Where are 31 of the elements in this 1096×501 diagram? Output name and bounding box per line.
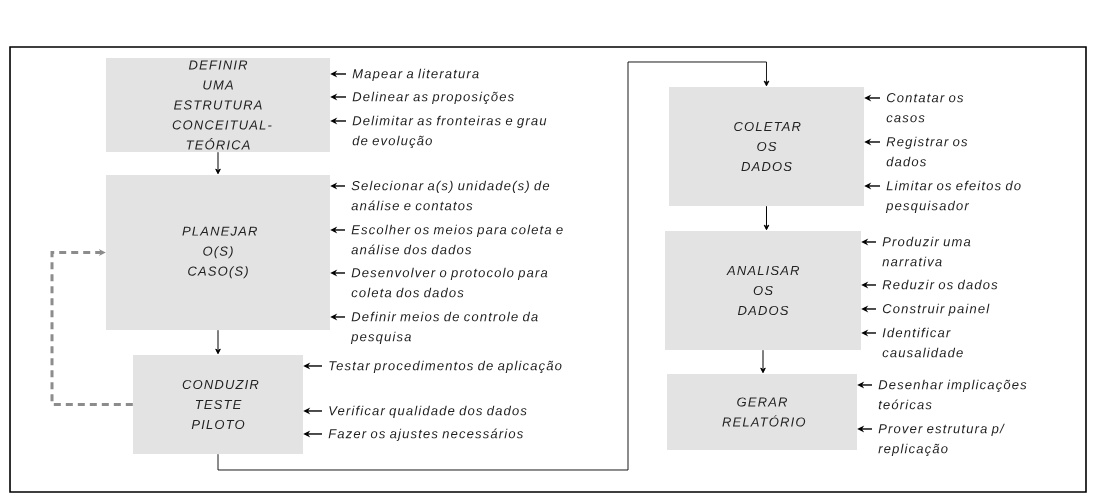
process-box: ANALISAR OS DADOS — [665, 231, 861, 350]
step-text: Testar procedimentos de aplicação — [329, 360, 562, 373]
process-box: GERAR RELATÓRIO — [667, 374, 857, 450]
process-box: PLANEJAR O(S) CASO(S) — [106, 175, 330, 330]
step-text: Definir meios de controle da pesquisa — [350, 311, 538, 344]
step-text: Verificar qualidade dos dados — [329, 405, 527, 418]
step-text: Prover estrutura p/ replicação — [878, 423, 1005, 456]
feedback-arrow — [50, 248, 133, 406]
step-text: Desenhar implicações teóricas — [878, 379, 1027, 410]
step-text: Produzir uma narrativa — [882, 236, 971, 267]
step-text: Desenvolver o protocolo para coleta dos dados — [351, 267, 548, 298]
step-text: Identificar causalidade — [882, 327, 963, 358]
process-box: CONDUZIR TESTE PILOTO — [133, 355, 303, 454]
step-text: Fazer os ajustes necessários — [328, 428, 523, 441]
arrow — [760, 349, 766, 374]
step-text: Delimitar as fronteiras e grau de evolução — [352, 115, 547, 148]
process-box: COLETAR OS DADOS — [669, 87, 864, 206]
step-text: Mapear a literatura — [352, 68, 479, 81]
step-text: Delinear as proposições — [352, 91, 514, 104]
step-text: Reduzir os dados — [882, 279, 998, 290]
step-text: Registrar os dados — [886, 136, 968, 167]
arrow — [215, 329, 221, 355]
arrow — [763, 205, 770, 231]
arrow — [215, 151, 221, 175]
step-text: Contatar os casos — [886, 93, 964, 123]
step-text: Limitar os efeitos do pesquisador — [885, 180, 1021, 213]
step-text: Escolher os meios para coleta e análise dos dados — [351, 224, 563, 255]
step-text: Selecionar a(s) unidade(s) de análise e contatos — [351, 180, 550, 211]
process-box: DEFINIR UMA ESTRUTURA CONCEITUAL-TEÓRICA — [106, 58, 330, 152]
connector-arrow — [217, 61, 770, 471]
step-text: Construir painel — [882, 303, 990, 316]
